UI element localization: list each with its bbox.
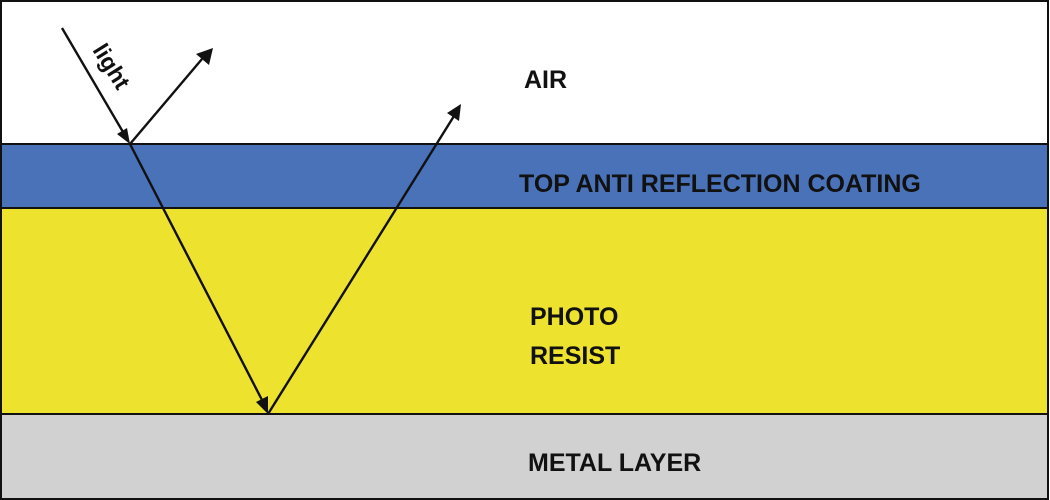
surface-reflection-arrowhead <box>196 48 213 65</box>
metal-reflection-ray <box>266 115 456 415</box>
photo-resist-label-line2: RESIST <box>530 342 620 370</box>
metal-reflection-arrowhead <box>447 104 461 121</box>
metal-layer <box>1 414 1048 499</box>
incident-ray <box>60 27 125 133</box>
tarc-label: TOP ANTI REFLECTION COATING <box>519 170 921 198</box>
transmitted-ray-arrowhead <box>256 396 268 414</box>
transmitted-ray <box>128 143 264 401</box>
incident-ray-arrowhead <box>117 128 130 144</box>
photo-resist-layer <box>1 208 1048 414</box>
surface-reflection-ray <box>129 58 203 145</box>
metal-layer-label: METAL LAYER <box>528 449 701 477</box>
air-label: AIR <box>524 66 567 94</box>
photo-resist-label-line1: PHOTO <box>530 303 618 331</box>
air-layer <box>1 1 1048 144</box>
top-anti-reflection-coating-layer <box>1 144 1048 208</box>
